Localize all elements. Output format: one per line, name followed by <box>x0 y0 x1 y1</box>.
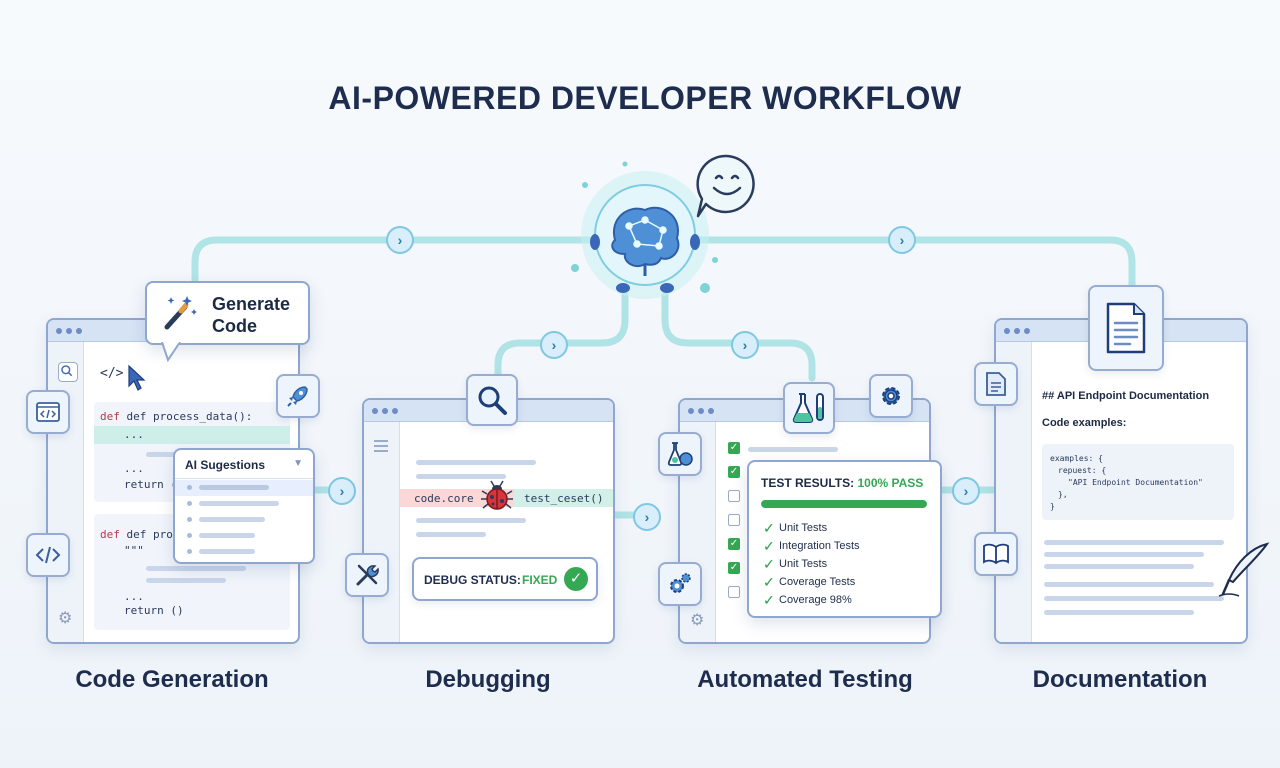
wrench-icon[interactable] <box>345 553 389 597</box>
gear-icon[interactable] <box>869 374 913 418</box>
chevron-right-icon: › <box>386 226 414 254</box>
list-item[interactable] <box>187 500 297 508</box>
check-icon: ✓ <box>763 556 775 572</box>
check-icon: ✓ <box>763 556 775 572</box>
list-item[interactable] <box>187 548 297 556</box>
code-icon[interactable] <box>26 390 70 434</box>
chevron-right-icon: › <box>328 477 356 505</box>
code-line: return ( <box>124 478 177 491</box>
check-icon: ✓ <box>763 592 775 608</box>
stage-caption-automated-testing: Automated Testing <box>697 666 913 693</box>
doc-code-snippet: examples: { repuest: { "API Endpoint Doc… <box>1042 444 1234 520</box>
test-name: Coverage 98% <box>779 594 852 606</box>
magnifier-icon[interactable] <box>466 374 518 426</box>
chevron-down-icon[interactable]: ▼ <box>293 458 303 469</box>
chevron-right-icon: › <box>540 331 568 359</box>
brain-icon <box>571 161 718 299</box>
code-line: ... <box>124 462 144 475</box>
check-icon: ✓ <box>763 574 775 590</box>
checkbox[interactable] <box>728 586 740 598</box>
chevron-right-icon: › <box>731 331 759 359</box>
list-item[interactable] <box>187 532 297 540</box>
test-name: Unit Tests <box>779 558 828 570</box>
check-icon: ✓ <box>763 538 775 554</box>
test-name: Integration Tests <box>779 540 860 552</box>
check-icon: ✓ <box>564 567 588 591</box>
test-results-value: 100% PASS <box>857 476 924 490</box>
debug-status-label: DEBUG STATUS: <box>424 573 521 587</box>
test-progress-track <box>761 500 927 508</box>
debug-left-token: code.core <box>414 492 474 505</box>
stage-caption-debugging: Debugging <box>425 666 551 693</box>
checkbox[interactable]: ✓ <box>728 562 740 574</box>
gear-icon[interactable] <box>658 562 702 606</box>
test-results-card: TEST RESULTS: 100% PASS ✓ Unit Tests ✓ ✓ Int… <box>747 460 942 618</box>
checkbox[interactable] <box>728 514 740 526</box>
settings-icon[interactable]: ⚙ <box>690 612 705 629</box>
debug-right-token: test_ceset() <box>524 492 604 505</box>
page-title: AI-POWERED DEVELOPER WORKFLOW <box>328 80 962 116</box>
code-line: "API Endpoint Documentation" <box>1068 478 1203 487</box>
check-icon: ✓ <box>763 574 775 590</box>
ai-suggestions-title: AI Sugestions <box>185 458 266 472</box>
code-icon[interactable] <box>26 533 70 577</box>
flask-icon[interactable] <box>658 432 702 476</box>
checkbox[interactable]: ✓ <box>728 442 740 454</box>
checkbox[interactable]: ✓ <box>728 466 740 478</box>
generate-code-label: Generate Code <box>212 294 291 336</box>
bubble-tail <box>161 342 181 363</box>
stage-caption-code-generation: Code Generation <box>75 666 269 693</box>
test-results-label: TEST RESULTS: <box>761 476 855 490</box>
checkbox[interactable]: ✓ <box>728 538 740 550</box>
chevron-right-icon: › <box>952 477 980 505</box>
check-icon: ✓ <box>763 520 775 536</box>
bug-icon <box>481 480 513 510</box>
code-line: return () <box>124 604 184 617</box>
stage-caption-documentation: Documentation <box>1032 666 1208 693</box>
document-icon[interactable] <box>974 362 1018 406</box>
check-icon: ✓ <box>763 520 775 536</box>
quill-icon <box>1218 542 1270 597</box>
code-line: repuest: { <box>1058 466 1107 475</box>
test-name: Coverage Tests <box>779 576 856 588</box>
test-name: Unit Tests <box>779 522 828 534</box>
code-tag-label: </> <box>100 366 124 381</box>
generate-code-bubble[interactable]: Generate Code <box>145 281 310 345</box>
debug-status-value: FIXED <box>522 573 558 587</box>
checkbox[interactable] <box>728 490 740 502</box>
code-line: examples: { <box>1050 454 1103 463</box>
book-icon[interactable] <box>974 532 1018 576</box>
rocket-icon[interactable] <box>276 374 320 418</box>
debug-status-badge: DEBUG STATUS: FIXED ✓ <box>412 557 598 601</box>
code-line: }, <box>1058 490 1068 499</box>
list-item[interactable] <box>187 516 297 524</box>
code-line: """ <box>124 544 144 557</box>
menu-icon[interactable] <box>374 440 388 452</box>
smiley-icon <box>696 154 755 218</box>
document-icon[interactable] <box>1088 285 1164 371</box>
code-line: ... <box>124 428 144 441</box>
chevron-right-icon: › <box>888 226 916 254</box>
magic-wand-icon <box>164 296 197 330</box>
search-icon[interactable] <box>58 362 78 382</box>
doc-subheading: Code examples: <box>1042 417 1127 429</box>
code-line: def process_data(): <box>126 410 253 423</box>
list-item[interactable] <box>187 484 297 492</box>
debugging-window: code.core test_ceset() DEBUG STATUS: FIX… <box>362 398 615 644</box>
check-icon: ✓ <box>763 538 775 554</box>
chevron-right-icon: › <box>633 503 661 531</box>
settings-icon[interactable]: ⚙ <box>58 610 73 627</box>
doc-heading: ## API Endpoint Documentation <box>1042 390 1210 402</box>
code-line: } <box>1050 502 1055 511</box>
check-icon: ✓ <box>763 592 775 608</box>
flask-icon[interactable] <box>783 382 835 434</box>
test-progress-fill <box>761 500 927 508</box>
code-line: ... <box>124 590 144 603</box>
ai-suggestions-dropdown[interactable]: AI Sugestions ▼ <box>173 448 315 564</box>
cursor-icon <box>128 364 146 391</box>
